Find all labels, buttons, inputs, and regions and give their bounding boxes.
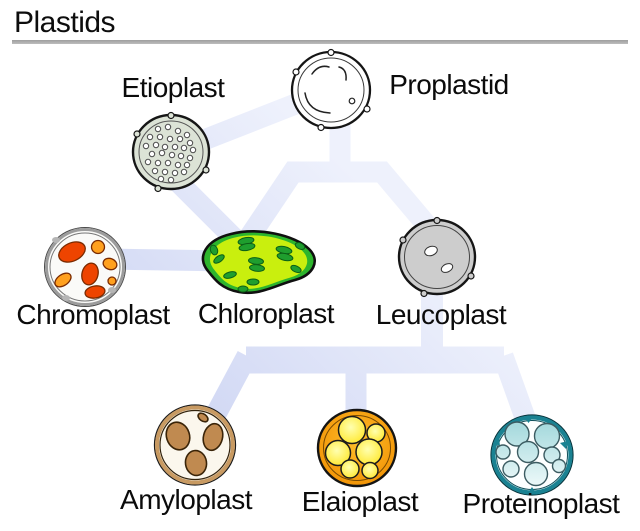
grana-stacks [209,236,306,293]
proplastid-cell [290,48,372,132]
label-chloroplast: Chloroplast [197,298,335,329]
proteinoplast-rim-notches [493,417,568,493]
proplastid-membrane-folds [304,65,347,114]
label-leucoplast: Leucoplast [375,299,507,330]
label-amyloplast: Amyloplast [120,484,252,515]
etioplast-cell [131,111,211,193]
chloroplast-cell [201,230,317,295]
oil-droplets [324,415,386,480]
title-divider [12,40,628,44]
edge-leucoplast-amyloplast [206,351,257,419]
protein-vesicles [495,421,567,487]
page-title: Plastids [14,6,116,39]
chromoplast-cell [44,227,126,307]
starch-grains [165,412,224,477]
amyloplast-cell [153,404,237,486]
edge-proplastid-chloroplast-leucoplast [237,161,445,248]
proteinoplast-cell [490,414,574,496]
leucoplast-cell [397,216,477,298]
chromoplast-rim-notches [52,237,116,301]
leucoplast-vesicles [424,245,454,273]
label-proteinoplast: Proteinoplast [462,488,620,519]
carotenoid-red-globules [58,241,106,299]
proplastid-vesicle [348,97,356,105]
prolamellar-dots [142,123,197,184]
edge-leucoplast-proteinoplast [493,352,537,427]
label-chromoplast: Chromoplast [16,299,170,330]
label-elaioplast: Elaioplast [301,486,419,517]
carotenoid-orange-globules [54,239,118,288]
label-etioplast: Etioplast [121,72,225,103]
elaioplast-cell [316,408,398,488]
label-proplastid: Proplastid [389,69,509,100]
